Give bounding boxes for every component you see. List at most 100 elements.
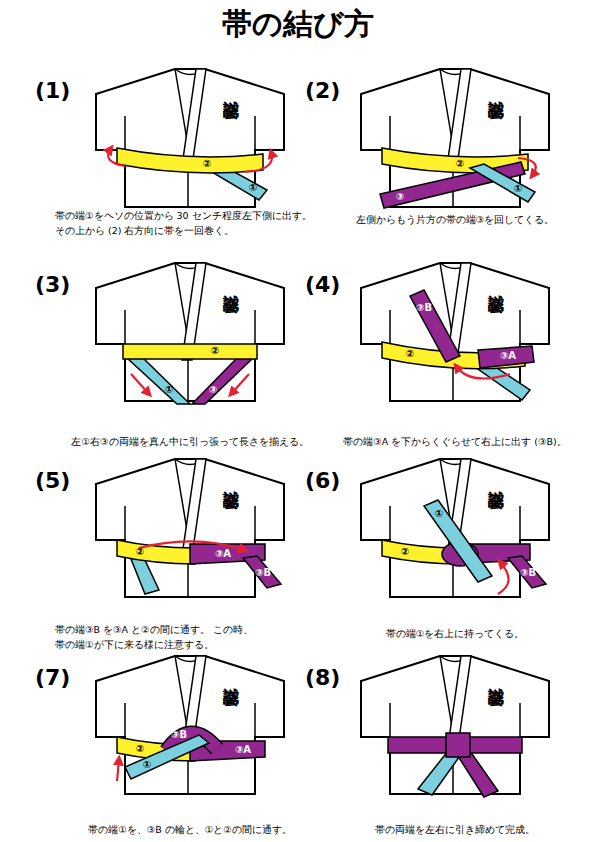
gi-lapel <box>447 656 471 753</box>
step-caption: 帯の端①を右上に持ってくる。 <box>386 626 525 641</box>
gi-lapel <box>447 459 471 556</box>
callout-number: ② <box>136 547 144 557</box>
gi-body <box>96 69 284 207</box>
step-caption: 左側からもう片方の帯の端③を回してくる。 <box>356 212 555 227</box>
caption-box: 帯の端①を、③B の輪と、①と②の間に通す。 <box>55 818 325 837</box>
gi-emblem: 誠空会 <box>223 88 239 91</box>
gi-emblem: 誠空会 <box>488 478 504 481</box>
gi-seam <box>389 506 391 540</box>
gi-lapel <box>440 459 452 530</box>
gi-emblem: 誠空会 <box>488 282 504 285</box>
callout-number: ② <box>211 346 219 356</box>
gi-seam <box>519 310 521 344</box>
step-number: (3) <box>35 274 70 296</box>
callout-number: ③B <box>416 303 432 313</box>
caption-box: 左①右③の両端を真ん中に引っ張って長さを揃える。 <box>55 430 325 449</box>
callout-number: ③B <box>255 568 271 578</box>
callout-number: ③A <box>215 549 231 559</box>
gi-emblem: 誠空会 <box>223 282 239 285</box>
gi-body <box>361 263 549 401</box>
gi-seam <box>254 506 256 540</box>
callout-number: ③B <box>171 730 187 740</box>
gi-seam <box>254 310 256 344</box>
callout-number: ② <box>406 349 414 359</box>
caption-box: 帯の端③B を③A と②の間に通す。 この時、帯の端①が下に来る様に注意する。 <box>55 622 325 652</box>
gi-seam <box>519 703 521 737</box>
gi-body <box>361 459 549 597</box>
gi-body <box>96 459 284 597</box>
gi-front-edge <box>187 360 189 401</box>
step-caption: 帯の端③B を③A と②の間に通す。 この時、帯の端①が下に来る様に注意する。 <box>55 622 325 652</box>
gi-seam <box>389 310 391 344</box>
step-caption: 帯の端③A を下からくぐらせて右上に出す (③B)。 <box>343 434 567 449</box>
step-number: (1) <box>35 80 70 102</box>
gi-front-edge <box>187 556 189 597</box>
caption-box: 帯の端①を右上に持ってくる。 <box>320 622 590 641</box>
gi-lapel <box>182 263 206 360</box>
callout-number: ③A <box>500 351 516 361</box>
callout-number: ③A <box>235 745 251 755</box>
callout-number: ② <box>456 159 464 169</box>
gi-emblem: 誠空会 <box>488 88 504 91</box>
gi-seam <box>124 703 126 737</box>
gi-lapel <box>440 263 452 334</box>
gi-outline <box>360 655 550 795</box>
gi-seam <box>389 703 391 737</box>
gi-lapel <box>447 263 471 360</box>
gi-seam <box>124 310 126 344</box>
gi-seam <box>124 506 126 540</box>
callout-number: ① <box>165 385 173 395</box>
direction-arrow <box>117 759 119 781</box>
gi-front-edge <box>187 753 189 794</box>
callout-number: ② <box>203 159 211 169</box>
step-number: (6) <box>305 470 340 492</box>
step-number: (7) <box>35 667 70 689</box>
gi-seam <box>254 703 256 737</box>
gi-lapel <box>440 656 452 727</box>
gi-front-edge <box>452 753 454 794</box>
gi-body <box>96 263 284 401</box>
gi-lapel <box>447 69 471 166</box>
callout-number: ② <box>401 547 409 557</box>
callout-number: ③ <box>209 385 217 395</box>
callout-number: ③ <box>396 192 404 202</box>
gi-front-edge <box>452 556 454 597</box>
gi-body <box>361 69 549 207</box>
gi-jacket: 誠空会 <box>360 262 550 402</box>
step-caption: 帯の端①をヘソの位置から 30 センチ程度左下側に出す。 その上から (2) 右… <box>55 208 325 238</box>
gi-jacket: 誠空会 <box>95 655 285 795</box>
caption-box: 帯の端③A を下からくぐらせて右上に出す (③B)。 <box>320 430 590 449</box>
step-caption: 左①右③の両端を真ん中に引っ張って長さを揃える。 <box>71 434 308 449</box>
caption-box: 帯の端①をヘソの位置から 30 センチ程度左下側に出す。 その上から (2) 右… <box>55 208 325 238</box>
gi-body <box>361 656 549 794</box>
caption-box: 帯の両端を左右に引き締めて完成。 <box>320 818 590 837</box>
gi-outline <box>360 262 550 402</box>
caption-box: 左側からもう片方の帯の端③を回してくる。 <box>320 208 590 227</box>
gi-jacket: 誠空会 <box>95 262 285 402</box>
step-number: (2) <box>305 80 340 102</box>
gi-lapel <box>175 263 187 334</box>
callout-number: ① <box>435 509 443 519</box>
gi-outline <box>95 262 285 402</box>
step-caption: 帯の端①を、③B の輪と、①と②の間に通す。 <box>88 822 292 837</box>
callout-number: ③B <box>520 568 536 578</box>
gi-outline <box>95 655 285 795</box>
step-number: (5) <box>35 470 70 492</box>
gi-lapel <box>175 459 187 530</box>
gi-seam <box>389 116 391 150</box>
page-title: 帯の結び方 <box>0 6 595 42</box>
gi-lapel <box>182 69 206 166</box>
gi-body <box>96 656 284 794</box>
gi-front-edge <box>452 166 454 207</box>
callout-number: ① <box>143 760 151 770</box>
gi-lapel <box>175 656 187 727</box>
callout-number: ① <box>249 183 257 193</box>
gi-emblem: 誠空会 <box>488 675 504 678</box>
callout-number: ② <box>136 744 144 754</box>
callout-number: ① <box>514 184 522 194</box>
gi-seam <box>519 116 521 150</box>
step-number: (8) <box>305 667 340 689</box>
gi-jacket: 誠空会 <box>360 655 550 795</box>
gi-front-edge <box>452 360 454 401</box>
